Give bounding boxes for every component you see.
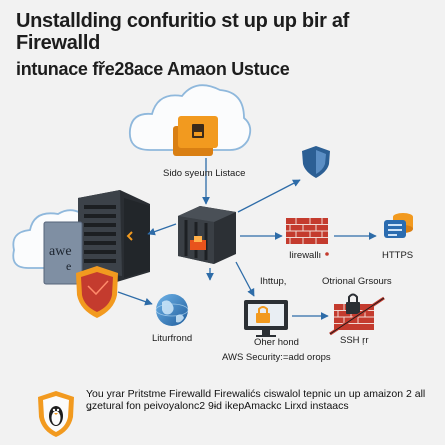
label-https: HTTPS [382,250,414,261]
svg-text:e: e [66,259,71,273]
shield-icon [302,146,330,178]
host-monitor-icon [244,300,288,337]
security-shield-icon [76,266,118,318]
page-title: Unstallding confuritio st up up bir af F… [16,10,436,80]
footer-note: You yrar Pritstme Firewalld Firewalićs c… [10,384,435,440]
label-top-instance: Sido syeum Listace [163,168,246,179]
aws-box-icon: awe e [43,221,83,285]
globe-icon [155,294,189,326]
status-dot [325,252,329,256]
brick-wall-icon [286,218,328,244]
label-left-frontend: Liturfrond [152,333,193,344]
label-ssh: SSH ŗr [340,335,369,346]
label-firewall: Iirewallı [289,250,322,261]
label-aws-security: AWS Security:=add orops [222,352,331,363]
arrow-firewall-to-server [147,223,177,236]
firewall-appliance-icon [178,206,236,264]
storage-icon [384,213,413,238]
ec2-instance-icon [173,116,218,156]
arrow-to-shield [237,179,301,213]
footer-text: You yrar Pritstme Firewalld Firewalićs c… [86,388,426,412]
arrow-shield-to-globe [117,291,153,306]
linux-penguin-shield-icon [38,391,74,437]
label-http: Ihttup, [260,276,287,287]
arrow-to-host [235,261,255,297]
aws-box-text: awe [49,244,72,259]
label-other-host: Oher hond [254,337,299,348]
connection-arrows [117,158,377,320]
label-optional-groups: Otrional Grsours [322,276,392,287]
server-rack-icon [78,190,150,284]
title-line-2: intunace fře28ace Amaon Ustuce [16,59,290,79]
title-line-1: Unstallding confuritio st up up bir af F… [16,10,350,54]
ssh-blocked-wall-icon [329,293,385,336]
